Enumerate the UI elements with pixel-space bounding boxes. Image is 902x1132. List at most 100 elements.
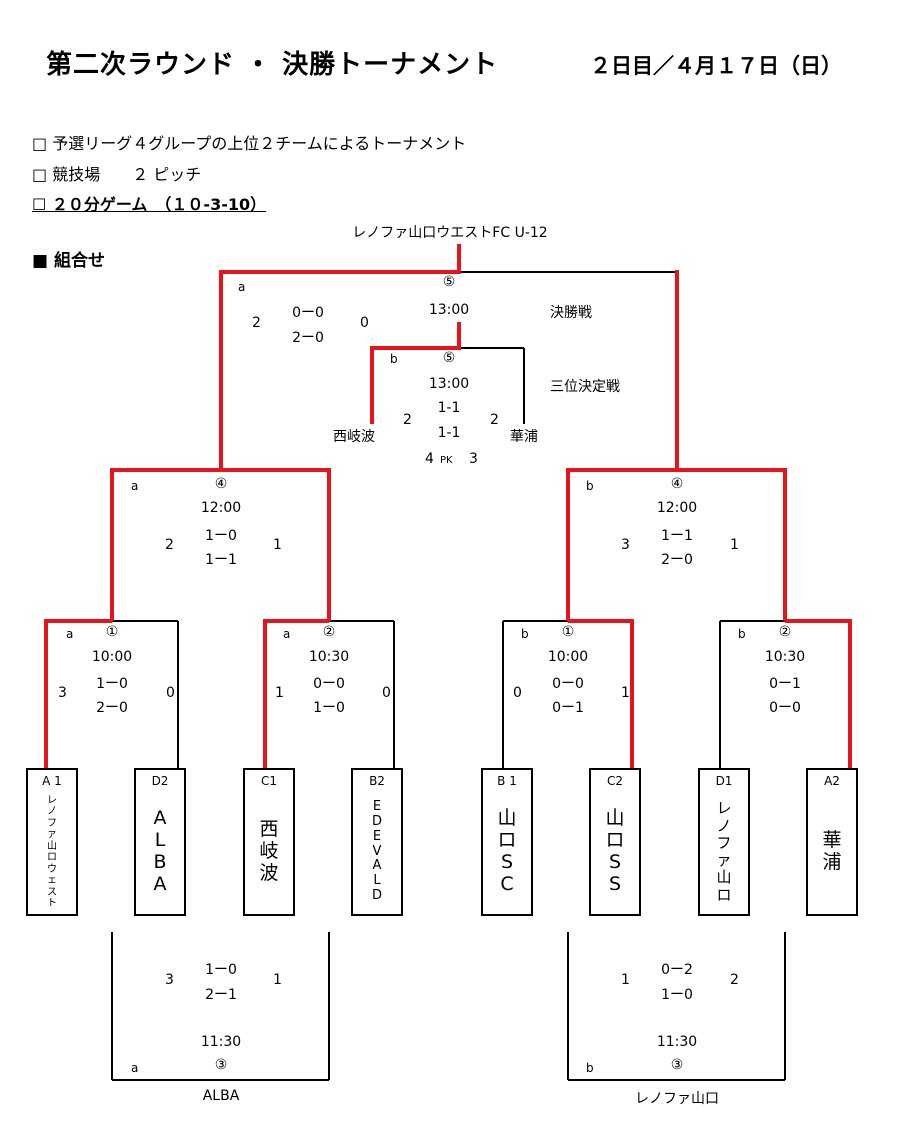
qf2-half1: 0ー0 (313, 676, 345, 692)
final-half2: 2ー0 (292, 330, 324, 346)
qf2-pitch: a (283, 627, 291, 641)
semi-right-pitch: b (586, 479, 594, 493)
semi-left-number: ④ (214, 476, 228, 492)
qf2-half2: 1ー0 (313, 700, 345, 716)
semi-right-half1: 1ー1 (661, 528, 693, 544)
cons-left-half2: 2ー1 (205, 987, 237, 1003)
third-right-total: 2 (490, 412, 499, 428)
cons-right-half2: 1ー0 (661, 987, 693, 1003)
qf3-left-total: 0 (513, 685, 522, 701)
team-box: C1 西岐波 (243, 768, 295, 916)
red-qf4 (785, 619, 852, 768)
semi-right-right-total: 1 (730, 537, 739, 553)
info-line-1: □ 予選リーグ４グループの上位２チームによるトーナメント (32, 134, 467, 153)
final-half1: 0ー0 (292, 305, 324, 321)
red-semi-left (110, 468, 331, 621)
cons-right-pitch: b (586, 1061, 594, 1075)
red-semi-right (566, 468, 787, 621)
qf3-half2: 0ー1 (552, 700, 584, 716)
semi-left-left-total: 2 (165, 537, 174, 553)
qf4-half1: 0ー1 (769, 676, 801, 692)
red-third-left (370, 322, 461, 424)
third-label: 三位決定戦 (550, 379, 620, 395)
team-box: A 1 レノファ山ロウェスト (26, 768, 78, 916)
final-time: 13:00 (428, 302, 470, 318)
qf1-left-total: 3 (58, 685, 67, 701)
team-code: A2 (824, 774, 840, 788)
qf1-right-total: 0 (166, 685, 175, 701)
third-pk-label: PK (440, 455, 453, 466)
team-code: D1 (715, 774, 733, 788)
qf2-number: ② (322, 624, 336, 640)
qf3-pitch: b (521, 627, 529, 641)
team-code: B2 (369, 774, 385, 788)
cons-right-winner: レノファ山口 (635, 1091, 719, 1107)
qf3-time: 10:00 (547, 649, 589, 665)
qf3-half1: 0ー0 (552, 676, 584, 692)
qf1-time: 10:00 (91, 649, 133, 665)
final-left-total: 2 (252, 315, 261, 331)
qf2-left-total: 1 (275, 685, 284, 701)
cons-left-number: ③ (214, 1057, 228, 1073)
third-right-team: 華浦 (510, 429, 538, 445)
third-pitch: b (390, 352, 398, 366)
section-label: ■ 組合せ (32, 251, 105, 271)
team-code: B 1 (497, 774, 517, 788)
semi-left-pitch: a (131, 479, 139, 493)
red-qf3 (568, 619, 634, 768)
final-label: 決勝戦 (550, 305, 592, 321)
third-pk-right: 3 (469, 451, 478, 467)
team-code: C2 (606, 774, 623, 788)
team-name: レノファ山ロ (716, 799, 732, 904)
third-left-total: 2 (403, 412, 412, 428)
cons-right-right-total: 2 (730, 972, 739, 988)
cons-right-number: ③ (670, 1057, 684, 1073)
info-line-3: ☐ ２０分ゲーム （１０-3-10） (32, 195, 267, 214)
team-code: C1 (260, 774, 277, 788)
red-qf1 (44, 619, 112, 768)
team-name: 華浦 (822, 829, 842, 873)
cons-right-time: 11:30 (656, 1034, 698, 1050)
qf1-half2: 2ー0 (96, 700, 128, 716)
qf1-number: ① (105, 624, 119, 640)
semi-left-half1: 1ー0 (205, 528, 237, 544)
third-left-team: 西岐波 (333, 429, 375, 445)
third-pk-left: 4 (425, 451, 434, 467)
semi-left-time: 12:00 (200, 500, 242, 516)
semi-right-number: ④ (670, 476, 684, 492)
third-half2: 1-1 (437, 425, 461, 441)
red-qf2 (263, 619, 329, 768)
final-right-total: 0 (360, 315, 369, 331)
qf4-pitch: b (738, 627, 746, 641)
cons-left-left-total: 3 (165, 972, 174, 988)
cons-left-time: 11:30 (200, 1034, 242, 1050)
third-half1: 1-1 (437, 400, 461, 416)
qf1-half1: 1ー0 (96, 676, 128, 692)
semi-right-time: 12:00 (656, 500, 698, 516)
champion-name: レノファ山口ウエストFC U-12 (352, 225, 548, 241)
semi-right-left-total: 3 (621, 537, 630, 553)
qf4-half2: 0ー0 (769, 700, 801, 716)
qf4-time: 10:30 (764, 649, 806, 665)
cons-left-pitch: a (131, 1061, 139, 1075)
final-pitch: a (238, 280, 246, 294)
team-name: レノファ山ロウェスト (47, 794, 57, 910)
qf3-number: ① (561, 624, 575, 640)
cons-right-half1: 0ー2 (661, 962, 693, 978)
cons-right-left-total: 1 (621, 972, 630, 988)
cons-left-half1: 1ー0 (205, 962, 237, 978)
info-line-2: □ 競技場 ２ ピッチ (32, 165, 202, 184)
qf3-right-total: 1 (621, 685, 630, 701)
cons-left-winner: ALBA (202, 1088, 240, 1104)
final-number: ⑤ (442, 274, 456, 290)
qf2-time: 10:30 (308, 649, 350, 665)
